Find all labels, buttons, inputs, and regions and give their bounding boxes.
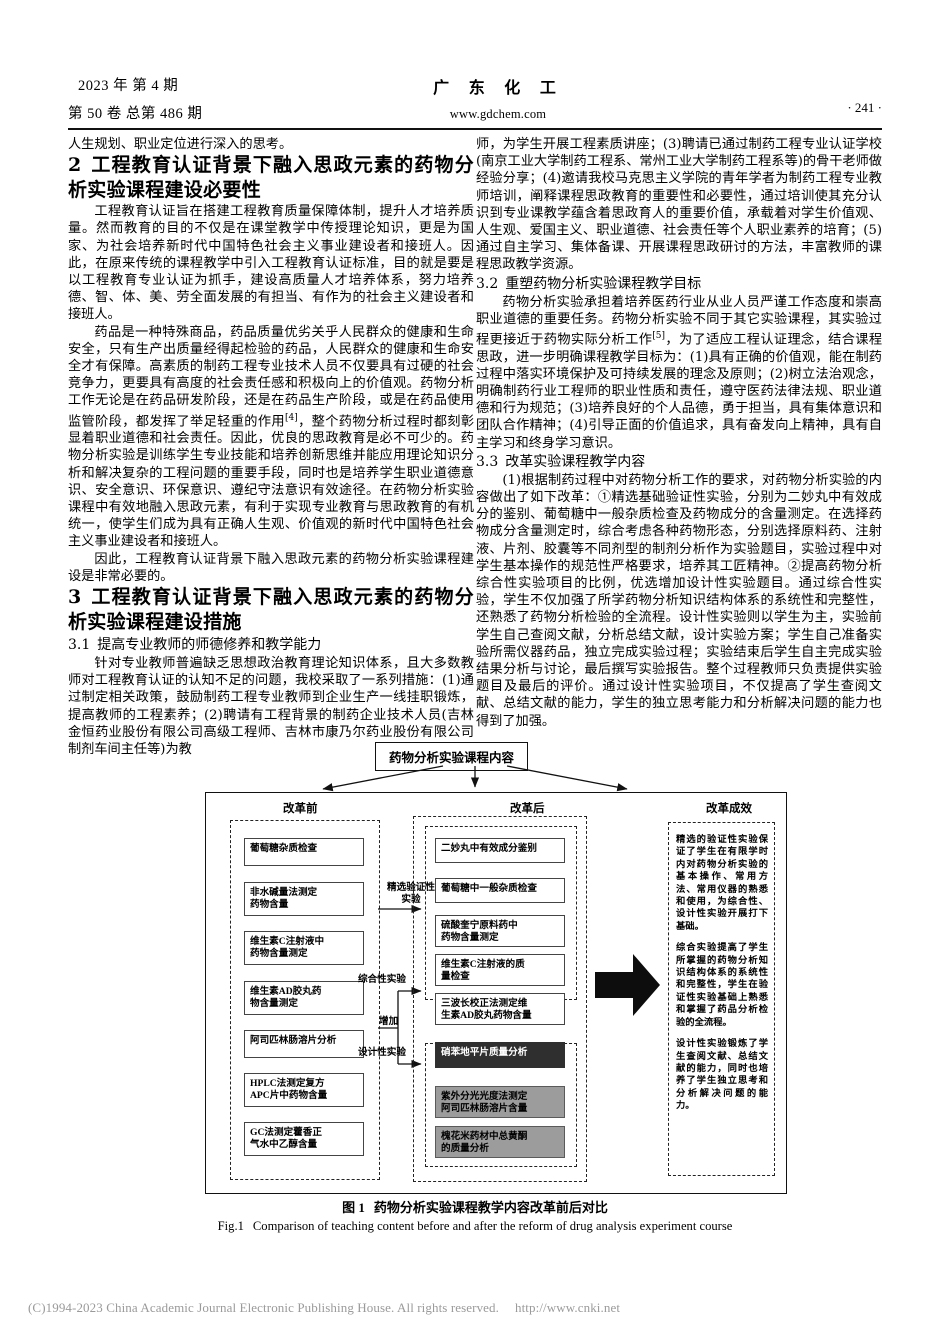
heading-3-3: 3.3 改革实验课程教学内容 — [476, 452, 882, 472]
heading-3-3-text: 改革实验课程教学内容 — [505, 453, 646, 470]
after-box-8-design: 槐花米药材中总黄酮 的质量分析 — [435, 1126, 565, 1158]
connector-label-design: 设计性实验 — [358, 1047, 406, 1058]
effect-paragraph-2: 综合实验提高了学生所掌握的药物分析知识结构体系的系统性和完整性，学生在验证性实验… — [676, 943, 768, 1028]
masthead-left: 2023 年 第 4 期 第 50 卷 总第 486 期 — [68, 74, 368, 123]
right-paragraph-2-part-a: 药物分析实验承担着培养医药行业从业人员严谨工作态度和崇高职业道德的重要任务。药物… — [476, 294, 882, 348]
right-paragraph-3: (1)根据制药过程中对药物分析工作的要求，对药物分析实验的内容做出了如下改革：①… — [476, 472, 882, 729]
journal-title: 广 东 化 工 — [433, 78, 563, 97]
figure-connectors — [322, 765, 660, 1069]
volume-line: 第 50 卷 总第 486 期 — [68, 106, 203, 122]
copyright-footer: (C)1994-2023 China Academic Journal Elec… — [28, 1300, 922, 1316]
heading-3-number: 3 — [68, 586, 82, 609]
heading-3-3-number: 3.3 — [476, 453, 499, 470]
after-box-7-design: 紫外分光光度法测定 阿司匹林肠溶片含量 — [435, 1086, 565, 1118]
heading-3-2-number: 3.2 — [476, 275, 499, 292]
after-box-2: 葡萄糖中一般杂质检查 — [435, 878, 565, 903]
before-box-6: HPLC法测定复方 APC片中药物含量 — [244, 1073, 364, 1107]
paragraph-4: 针对专业教师普遍缺乏思想政治教育理论知识体系，且大多数教师对工程教育认证的认知不… — [68, 656, 474, 758]
effect-paragraph-3: 设计性实验锻炼了学生查阅文献、总结文献的能力，同时也培养了学生独立思考和分析解决… — [676, 1039, 768, 1112]
before-box-1: 葡萄糖杂质检查 — [244, 838, 364, 866]
heading-3-2: 3.2 重塑药物分析实验课程教学目标 — [476, 274, 882, 294]
before-box-2: 非水碱量法测定 药物含量 — [244, 882, 364, 916]
after-box-3: 硫酸奎宁原料药中 药物含量测定 — [435, 915, 565, 947]
connector-label-comprehensive: 综合性实验 — [358, 974, 406, 985]
heading-3-text: 工程教育认证背景下融入思政元素的药物分析实验课程建设措施 — [68, 586, 474, 634]
paragraph-2-part-b: ，整个药物分析过程时都刻彰显着职业道德和社会责任。因此，优良的思政教育是必不可少… — [68, 414, 475, 550]
before-box-7: GC法测定藿香正 气水中乙醇含量 — [244, 1122, 364, 1156]
reference-5: [5] — [652, 331, 666, 342]
heading-2-text: 工程教育认证背景下融入思政元素的药物分析实验课程建设必要性 — [68, 154, 474, 202]
figure-caption-en: Fig.1 Comparison of teaching content befo… — [55, 1219, 895, 1234]
heading-3-1-text: 提高专业教师的师德修养和教学能力 — [97, 637, 322, 654]
text-column-right: 师，为学生开展工程素质讲座；(3)聘请已通过制药工程专业认证学校(南京工业大学制… — [476, 136, 882, 730]
heading-3-1: 3.1 提高专业教师的师德修养和教学能力 — [68, 635, 474, 655]
figure-root-node: 药物分析实验课程内容 — [375, 742, 529, 771]
effect-text-block: 精选的验证性实验保证了学生在有限学时内对药物分析实验的基本操作、常用方法、常用仪… — [676, 834, 768, 1122]
masthead-center: 广 东 化 工 www.gdchem.com — [368, 74, 628, 122]
paragraph-3: 因此，工程教育认证背景下融入思政元素的药物分析实验课程建设是非常必要的。 — [68, 551, 474, 584]
effect-paragraph-1: 精选的验证性实验保证了学生在有限学时内对药物分析实验的基本操作、常用方法、常用仪… — [676, 835, 768, 932]
effect-group-outline — [668, 822, 775, 1176]
connector-label-increase: 增加 — [379, 1016, 399, 1027]
figure-caption-en-label: Fig.1 — [217, 1219, 244, 1233]
issue-line: 2023 年 第 4 期 — [78, 78, 179, 94]
after-box-6-comprehensive: 硝苯地平片质量分析 — [435, 1042, 565, 1068]
column-header-before: 改革前 — [283, 803, 318, 815]
figure-caption-cn-text: 药物分析实验课程教学内容改革前后对比 — [373, 1200, 608, 1215]
before-box-4: 维生素AD胶丸药 物含量测定 — [244, 981, 364, 1015]
right-paragraph-2: 药物分析实验承担着培养医药行业从业人员严谨工作态度和崇高职业道德的重要任务。药物… — [476, 294, 882, 452]
column-header-after: 改革后 — [510, 803, 545, 815]
paragraph-2: 药品是一种特殊商品，药品质量优劣关乎人民群众的健康和生命安全，只有生产出质量经得… — [68, 324, 474, 551]
paragraph-continued: 人生规划、职业定位进行深入的思考。 — [68, 137, 293, 152]
column-header-effect: 改革成效 — [706, 803, 752, 815]
before-box-3: 维生素C注射液中 药物含量测定 — [244, 931, 364, 965]
masthead-rule — [68, 128, 882, 130]
after-box-4: 维生素C注射液的质 量检查 — [435, 954, 565, 986]
heading-3-2-text: 重塑药物分析实验课程教学目标 — [505, 275, 702, 292]
result-arrow-icon — [595, 954, 660, 1016]
reference-4: [4] — [284, 412, 298, 423]
page-number: · 241 · — [847, 100, 882, 115]
connector-label-verify: 精选验证性 实验 — [387, 882, 435, 905]
figure-caption-cn-label: 图 1 — [342, 1200, 365, 1215]
cnki-url: http://www.cnki.net — [515, 1300, 621, 1315]
journal-url: www.gdchem.com — [449, 107, 547, 121]
right-paragraph-1: 师，为学生开展工程素质讲座；(3)聘请已通过制药工程专业认证学校(南京工业大学制… — [476, 137, 882, 273]
before-group-outline — [230, 820, 380, 1180]
before-box-5: 阿司匹林肠溶片分析 — [244, 1030, 364, 1058]
paragraph-2-part-a: 药品是一种特殊商品，药品质量优劣关乎人民群众的健康和生命安全，只有生产出质量经得… — [68, 324, 474, 430]
after-box-5: 三波长校正法测定维 生素AD胶丸药物含量 — [435, 993, 565, 1025]
figure-caption-en-text: Comparison of teaching content before an… — [252, 1219, 733, 1233]
masthead: 2023 年 第 4 期 第 50 卷 总第 486 期 广 东 化 工 www… — [68, 74, 882, 128]
figure-caption-cn: 图 1 药物分析实验课程教学内容改革前后对比 — [55, 1197, 895, 1216]
heading-3-1-number: 3.1 — [68, 637, 91, 654]
paragraph-1: 工程教育认证旨在搭建工程教育质量保障体制，提升人才培养质量。然而教育的目的不仅是… — [68, 204, 474, 323]
figure-outer-frame — [205, 792, 787, 1194]
right-paragraph-2-part-b: ，为了适应工程认证理念，结合课程思政，进一步明确课程教学目标为：(1)具有正确的… — [476, 332, 883, 451]
heading-2-number: 2 — [68, 154, 82, 177]
figure-1: 药物分析实验课程内容 改革前 改革后 改革成效 — [55, 742, 895, 1242]
after-group-outline — [413, 816, 587, 1182]
after-box-1: 二妙丸中有效成分鉴别 — [435, 838, 565, 863]
copyright-text: (C)1994-2023 China Academic Journal Elec… — [28, 1300, 499, 1315]
